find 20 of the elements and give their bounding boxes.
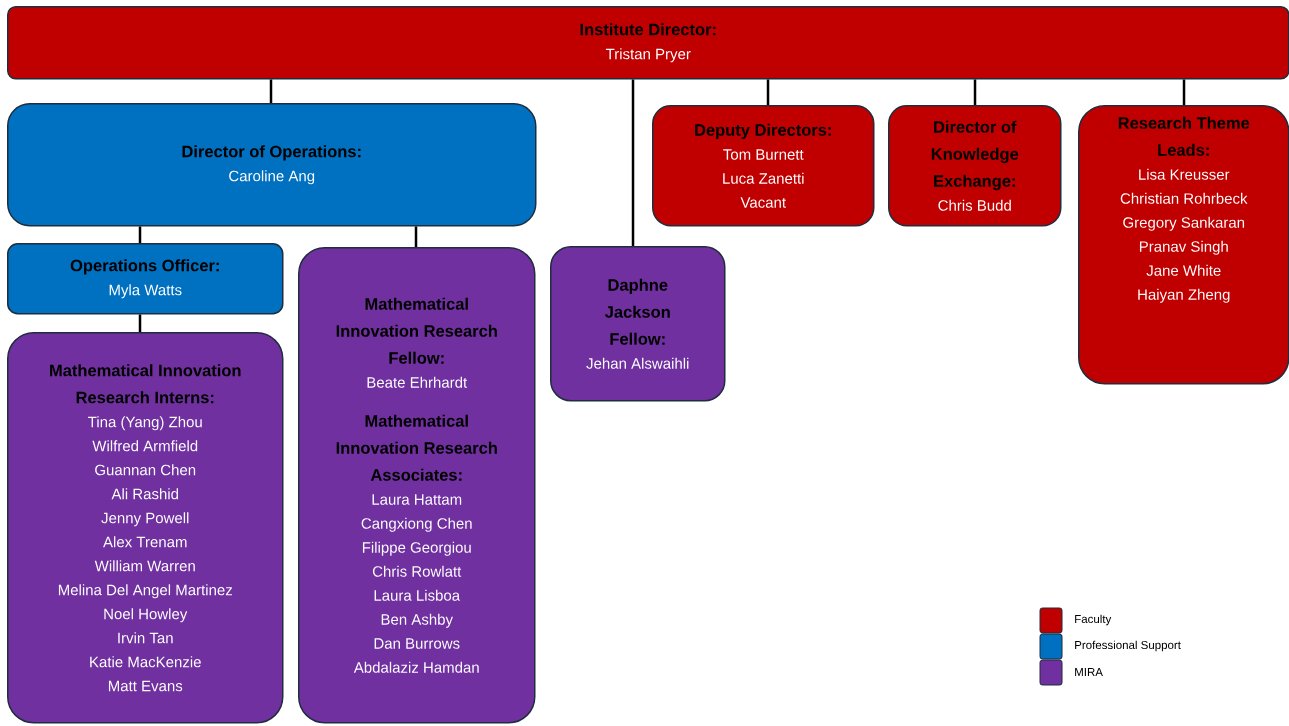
connector-line (414, 226, 418, 247)
org-box: Research Theme Leads: Lisa Kreusser Christian Rohrbeck Gregory Sankaran Pranav Singh Jane White Haiyan Zheng (1078, 105, 1289, 385)
legend-label: MIRA (1075, 668, 1103, 676)
org-box: Deputy Directors: Tom Burnett Luca Zanetti Vacant (652, 105, 875, 227)
legend-label: Faculty (1075, 614, 1112, 626)
connector-line (1182, 79, 1186, 105)
org-box: Mathematical Innovation Research Fellow: Beate Ehrhardt Mathematical Innovation Research Associates: Laura Hattam Cangxiong Chen Filippe Georgiou Chris Rowlatt Laura Lisboa Ben Ashby Dan Burrows Abdalaziz Hamdan (298, 247, 536, 724)
org-box: Operations Officer: Myla Watts (7, 243, 284, 315)
connector-line (973, 79, 977, 105)
connector-line (631, 79, 635, 246)
connector-line (138, 226, 142, 243)
connector-line (766, 79, 770, 105)
org-box: Institute Director: Tristan Pryer (7, 6, 1289, 80)
legend-label: Professional Support (1075, 640, 1181, 652)
org-box: Mathematical Innovation Research Interns: Tina (Yang) Zhou Wilfred Armfield Guannan Chen Ali Rashid Jenny Powell Alex Trenam William Warren Melina Del Angel Martinez Noel Howley Irvin Tan Katie MacKenzie Matt Evans (7, 332, 284, 724)
org-box: Daphne Jackson Fellow: Jehan Alswaihli (550, 246, 726, 402)
connector-line (269, 79, 273, 103)
org-box: Director of Knowledge Exchange: Chris Budd (888, 105, 1062, 227)
org-box: Director of Operations: Caroline Ang (7, 103, 537, 227)
connector-line (138, 314, 142, 332)
